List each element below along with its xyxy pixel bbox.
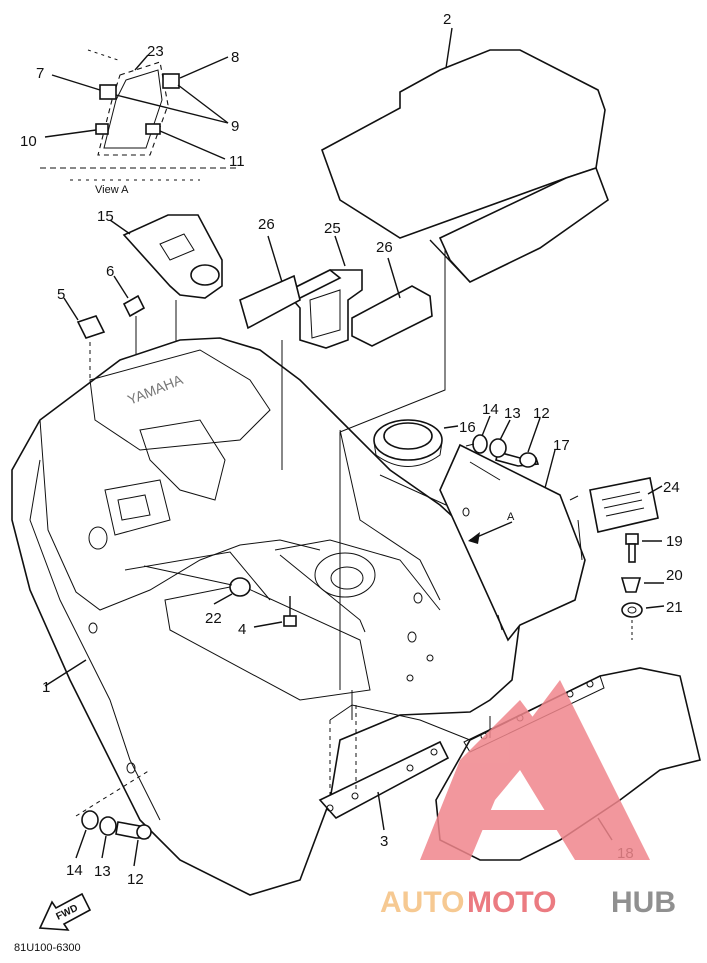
part-22-cap [143,565,251,605]
callout-10: 10 [20,133,37,150]
part-3-bracket [318,705,450,831]
watermark-hub: HUB [611,886,676,919]
callout-1: 1 [42,679,50,696]
assembly-leaders [281,250,471,741]
view-a-inset: View A [40,49,240,196]
callout-23: 23 [147,43,164,60]
callout-14b: 14 [66,862,83,879]
part-20-nut [620,577,664,593]
callout-7: 7 [36,65,44,82]
part-1-body: YAMAHA [11,337,521,896]
part-21-washer [621,602,665,640]
callout-19: 19 [666,533,683,550]
arrow-a-label: A [507,511,515,523]
part-2-pad [321,27,609,283]
callout-numbers: 1 2 3 4 5 6 7 8 9 10 11 12 13 14 15 16 1… [20,11,683,888]
callout-5: 5 [57,286,65,303]
part-26-pad-left [239,235,301,330]
part-24-label [589,477,663,533]
callout-9: 9 [231,118,239,135]
callout-21: 21 [666,599,683,616]
part-25-bracket [284,235,363,349]
callout-6: 6 [106,263,114,280]
callout-16: 16 [459,419,476,436]
callout-13: 13 [504,405,521,422]
part-16-grommet [373,419,459,467]
part-19-screw [625,533,662,563]
automotohub-watermark: AUTO MOTO HUB [380,680,676,919]
part-4-bolt [253,596,297,628]
part-17-side-cover: A [439,443,586,642]
callout-11: 11 [229,153,245,170]
callout-14: 14 [482,401,499,418]
fwd-arrow: FWD [38,892,92,931]
watermark-moto: MOTO [467,886,556,919]
view-a-label: View A [95,184,129,196]
callout-12: 12 [533,405,550,422]
callout-8: 8 [231,49,239,66]
callout-2: 2 [443,11,451,28]
part-26-pad-right [351,257,433,347]
part-15-cover [109,214,223,440]
callout-26: 26 [258,216,275,233]
callout-3: 3 [380,833,388,850]
fastener-set-lower [75,769,152,867]
callout-15: 15 [97,208,114,225]
callout-12b: 12 [127,871,144,888]
callout-25: 25 [324,220,341,237]
callout-4: 4 [238,621,246,638]
callout-26b: 26 [376,239,393,256]
fastener-set-upper [465,415,541,468]
callout-13b: 13 [94,863,111,880]
callout-22: 22 [205,610,222,627]
watermark-auto: AUTO [380,886,464,919]
callout-17: 17 [553,437,570,454]
callout-20: 20 [666,567,683,584]
drawing-number: 81U100-6300 [14,942,81,954]
callout-24: 24 [663,479,680,496]
